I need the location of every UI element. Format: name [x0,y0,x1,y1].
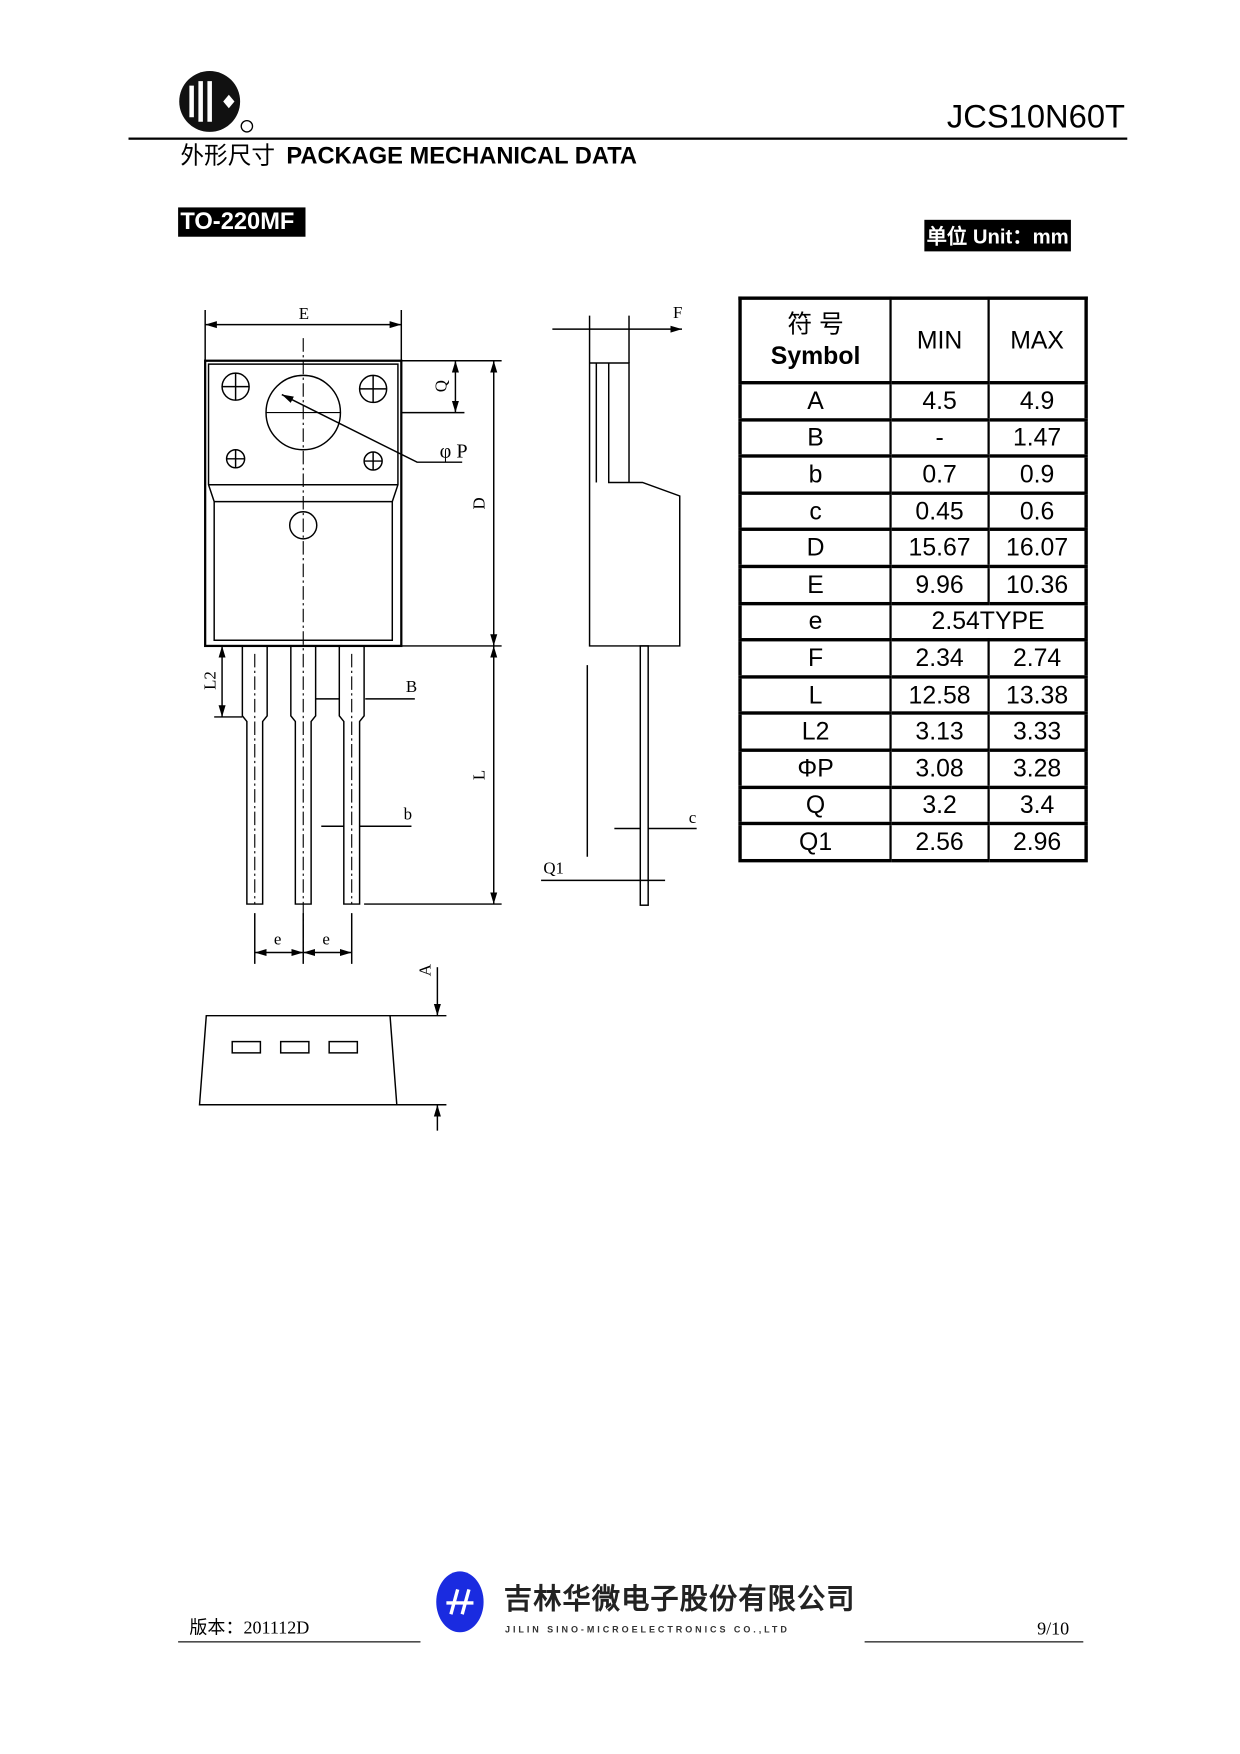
cell-min: - [889,418,990,458]
cell-symbol: Q1 [738,822,892,863]
side-view [541,315,697,906]
package-drawing: E F Q φ P D L2 B L b c Q1 e e A [198,303,697,1131]
company-name-cn: 吉林华微电子股份有限公司 [503,1583,856,1616]
cell-min: 0.7 [889,455,990,495]
cell-symbol: D [738,528,892,569]
cell-min: 3.08 [889,749,990,789]
cell-max: 0.6 [987,491,1088,532]
dim-label-L2: L2 [200,671,219,690]
header-symbol-cn: 符 号 [787,309,844,339]
footer-line-right [864,1641,1084,1643]
page-number: 9/10 [1037,1619,1070,1640]
dim-label-E: E [299,304,309,323]
dim-label-F: F [673,303,682,322]
cell-max: 4.9 [987,381,1088,422]
package-badge: TO-220MF [178,207,306,237]
cell-max: 1.47 [987,418,1088,458]
section-title-cn: 外形尺寸 [180,143,276,170]
dim-label-D: D [470,497,489,509]
cell-min: 9.96 [889,565,990,605]
cell-min: 2.56 [889,822,990,863]
part-number: JCS10N60T [946,99,1125,136]
cell-max: 13.38 [987,675,1088,716]
cell-min: 12.58 [889,675,990,716]
cell-symbol: B [738,418,892,458]
cell-max: 3.28 [987,749,1088,789]
cell-max: 3.4 [987,785,1088,826]
company-logo [179,71,254,133]
header-symbol-en: Symbol [770,341,861,370]
header-max: MAX [987,297,1088,385]
dim-label-P: φ P [440,441,468,463]
dim-label-Q1: Q1 [543,859,564,878]
cell-symbol: E [738,565,892,605]
cell-min: 15.67 [889,528,990,569]
dim-label-L: L [470,770,489,780]
unit-badge: 单位 Unit：mm [924,219,1071,252]
section-title: 外形尺寸 PACKAGE MECHANICAL DATA [180,142,637,171]
cell-max: 0.9 [987,455,1088,495]
cell-symbol: e [738,602,892,642]
dim-label-b: b [404,805,412,824]
cell-symbol: L2 [738,712,892,752]
version-label: 版本：201112D [189,1618,310,1638]
cell-max: 2.96 [987,822,1088,863]
cell-max: 10.36 [987,565,1088,605]
company-footer-logo [436,1571,484,1633]
dimension-labels: E F Q φ P D L2 B L b c Q1 e e A [200,303,696,976]
cell-symbol: b [738,455,892,495]
table-row: B-1.47 [738,418,1088,458]
leads [241,645,365,905]
dim-label-e1: e [274,930,282,949]
cell-max: 2.74 [987,638,1088,679]
header-divider [128,137,1128,140]
header-min: MIN [889,297,990,385]
cell-symbol: c [738,491,892,532]
section-title-en: PACKAGE MECHANICAL DATA [286,143,638,170]
footer-line-left [178,1641,421,1643]
bottom-view [198,967,447,1131]
cell-max: 3.33 [987,712,1088,752]
cell-symbol: A [738,381,892,422]
cell-min: 0.45 [889,491,990,532]
cell-symbol: F [738,638,892,679]
cell-typical: 2.54TYPE [889,602,1088,642]
cell-min: 3.2 [889,785,990,826]
front-view [204,309,502,964]
cell-min: 2.34 [889,638,990,679]
cell-symbol: Q [738,785,892,826]
dim-label-Q: Q [431,380,450,392]
dim-label-B: B [406,677,417,696]
company-name-en: JILIN SINO-MICROELECTRONICS CO.,LTD [505,1624,790,1635]
cell-min: 4.5 [889,381,990,422]
dim-label-c: c [689,808,697,827]
dim-label-e2: e [322,930,330,949]
cell-symbol: L [738,675,892,716]
cell-symbol: ΦP [738,749,892,789]
dim-label-A: A [416,963,435,976]
cell-max: 16.07 [987,528,1088,569]
cell-min: 3.13 [889,712,990,752]
